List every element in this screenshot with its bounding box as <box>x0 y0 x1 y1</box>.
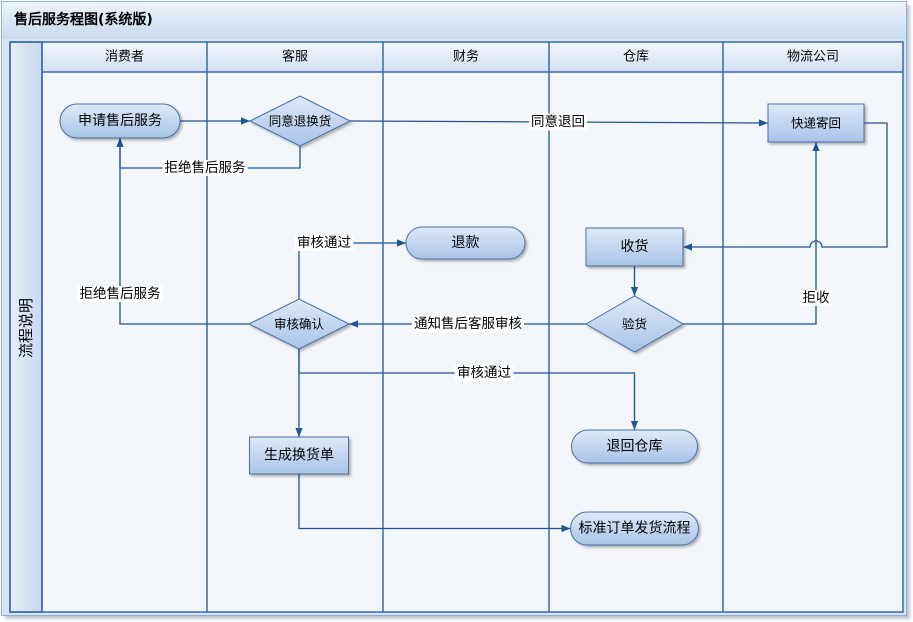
node-review-confirm: 审核确认 <box>247 298 351 350</box>
node-label: 申请售后服务 <box>78 113 162 129</box>
title-bar <box>2 2 906 39</box>
edge-label-text: 通知售后客服审核 <box>414 315 522 332</box>
edge-label-text: 拒收 <box>803 290 831 306</box>
terminator-shape <box>570 511 699 546</box>
connector-exchange-to-shipping <box>298 474 571 533</box>
node-label: 收货 <box>621 238 649 255</box>
connector-review-reject-to-apply <box>116 138 249 325</box>
decision-shape <box>248 95 352 147</box>
node-label: 快递寄回 <box>791 116 841 131</box>
edge-label-text: 拒绝售后服务 <box>80 286 161 302</box>
node-label: 同意退换货 <box>269 114 332 129</box>
terminator-shape <box>405 226 526 260</box>
label-background <box>454 365 514 381</box>
process-shape <box>249 436 349 475</box>
connector-courier-return-to-receive <box>683 122 888 251</box>
decision-shape <box>584 295 685 353</box>
decision-shape <box>247 298 351 350</box>
node-label: 标准订单发货流程 <box>579 520 691 537</box>
connector-inspect-reject-to-courier <box>683 142 820 325</box>
edge-label-text: 同意退回 <box>531 113 585 130</box>
edge-label-reject-service-left: 拒绝售后服务 <box>77 286 163 302</box>
edge-label-text: 审核通过 <box>457 365 511 381</box>
lane-header-warehouse: 仓库 <box>623 49 649 65</box>
label-background <box>77 286 163 302</box>
swimlane-outline <box>9 41 904 613</box>
edge-label-text: 审核通过 <box>297 235 351 251</box>
edge-label-text: 拒绝售后服务 <box>165 160 246 176</box>
node-inspect-goods: 验货 <box>584 295 685 353</box>
lane-header-row <box>42 42 903 72</box>
node-standard-order-shipping: 标准订单发货流程 <box>570 511 699 546</box>
lane-header-customer-service: 客服 <box>282 49 308 65</box>
label-background <box>800 290 832 306</box>
lane-dividers <box>41 42 903 612</box>
process-shape <box>767 103 865 143</box>
node-create-exchange-order: 生成换货单 <box>249 436 349 475</box>
node-receive-goods: 收货 <box>585 227 684 267</box>
process-shape <box>585 227 684 267</box>
label-background <box>294 235 354 251</box>
node-courier-return: 快递寄回 <box>767 103 865 143</box>
lane-header-logistics: 物流公司 <box>787 50 839 65</box>
node-agree-return-exchange: 同意退换货 <box>248 95 352 147</box>
label-background <box>162 160 248 176</box>
label-background <box>412 315 524 333</box>
lane-header-consumer: 消费者 <box>105 50 144 65</box>
node-label: 验货 <box>622 317 647 332</box>
node-label: 审核确认 <box>274 317 325 332</box>
edge-label-review-passed-warehouse: 审核通过 <box>454 365 514 381</box>
terminator-shape <box>59 103 181 139</box>
label-background <box>529 113 587 131</box>
edge-label-review-passed-refund: 审核通过 <box>294 235 354 251</box>
terminator-shape <box>571 429 698 464</box>
lane-body <box>42 72 903 612</box>
node-return-to-warehouse: 退回仓库 <box>571 429 698 464</box>
node-refund: 退款 <box>405 226 526 260</box>
edge-label-notify-review: 通知售后客服审核 <box>412 315 524 333</box>
edge-label-reject-service-top: 拒绝售后服务 <box>162 160 248 176</box>
edge-label-reject-receipt: 拒收 <box>800 290 832 306</box>
process-description-label: 流程说明 <box>17 298 35 358</box>
lane-header-finance: 财务 <box>453 49 479 65</box>
node-label: 退款 <box>452 235 480 251</box>
node-apply-service: 申请售后服务 <box>59 103 181 139</box>
node-label: 退回仓库 <box>607 439 663 455</box>
edge-label-agree-return: 同意退回 <box>529 113 587 131</box>
diagram-title: 售后服务程图(系统版) <box>13 11 153 28</box>
node-label: 生成换货单 <box>264 447 334 464</box>
